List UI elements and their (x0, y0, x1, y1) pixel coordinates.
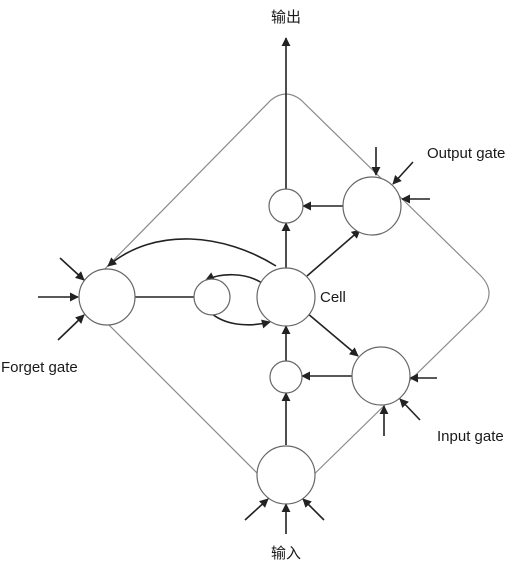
output-multiplier-node (268, 188, 304, 224)
edge-in-bottom-left (244, 498, 269, 521)
input-gate-node (351, 346, 411, 406)
input-gate-label: Input gate (437, 428, 504, 445)
output-gate-label: Output gate (427, 145, 505, 162)
edge-in-forget-top (59, 257, 85, 281)
edge-forget-mult-to-cell (210, 312, 271, 329)
edge-cell-to-forget-mult (205, 272, 263, 284)
output-gate-node (342, 176, 402, 236)
cell-node (256, 267, 316, 327)
input-multiplier-node (269, 360, 303, 394)
forget-multiplier-node (193, 278, 231, 316)
forget-gate-node (78, 268, 136, 326)
edge-cell-to-inputgate (306, 312, 359, 357)
edge-cell-to-outputgate (306, 229, 361, 277)
forget-gate-label: Forget gate (1, 359, 78, 376)
edge-in-forget-bottom (57, 314, 85, 341)
output-label: 输出 (271, 8, 301, 26)
cell-label: Cell (320, 289, 346, 306)
edge-in-output-right-top (392, 161, 414, 185)
input-node (256, 445, 316, 505)
edge-in-bottom-right (302, 498, 325, 521)
edge-cell-to-forgetgate (107, 238, 277, 267)
input-label: 输入 (271, 544, 301, 562)
edge-in-inputgate-right-bottom (399, 398, 421, 421)
